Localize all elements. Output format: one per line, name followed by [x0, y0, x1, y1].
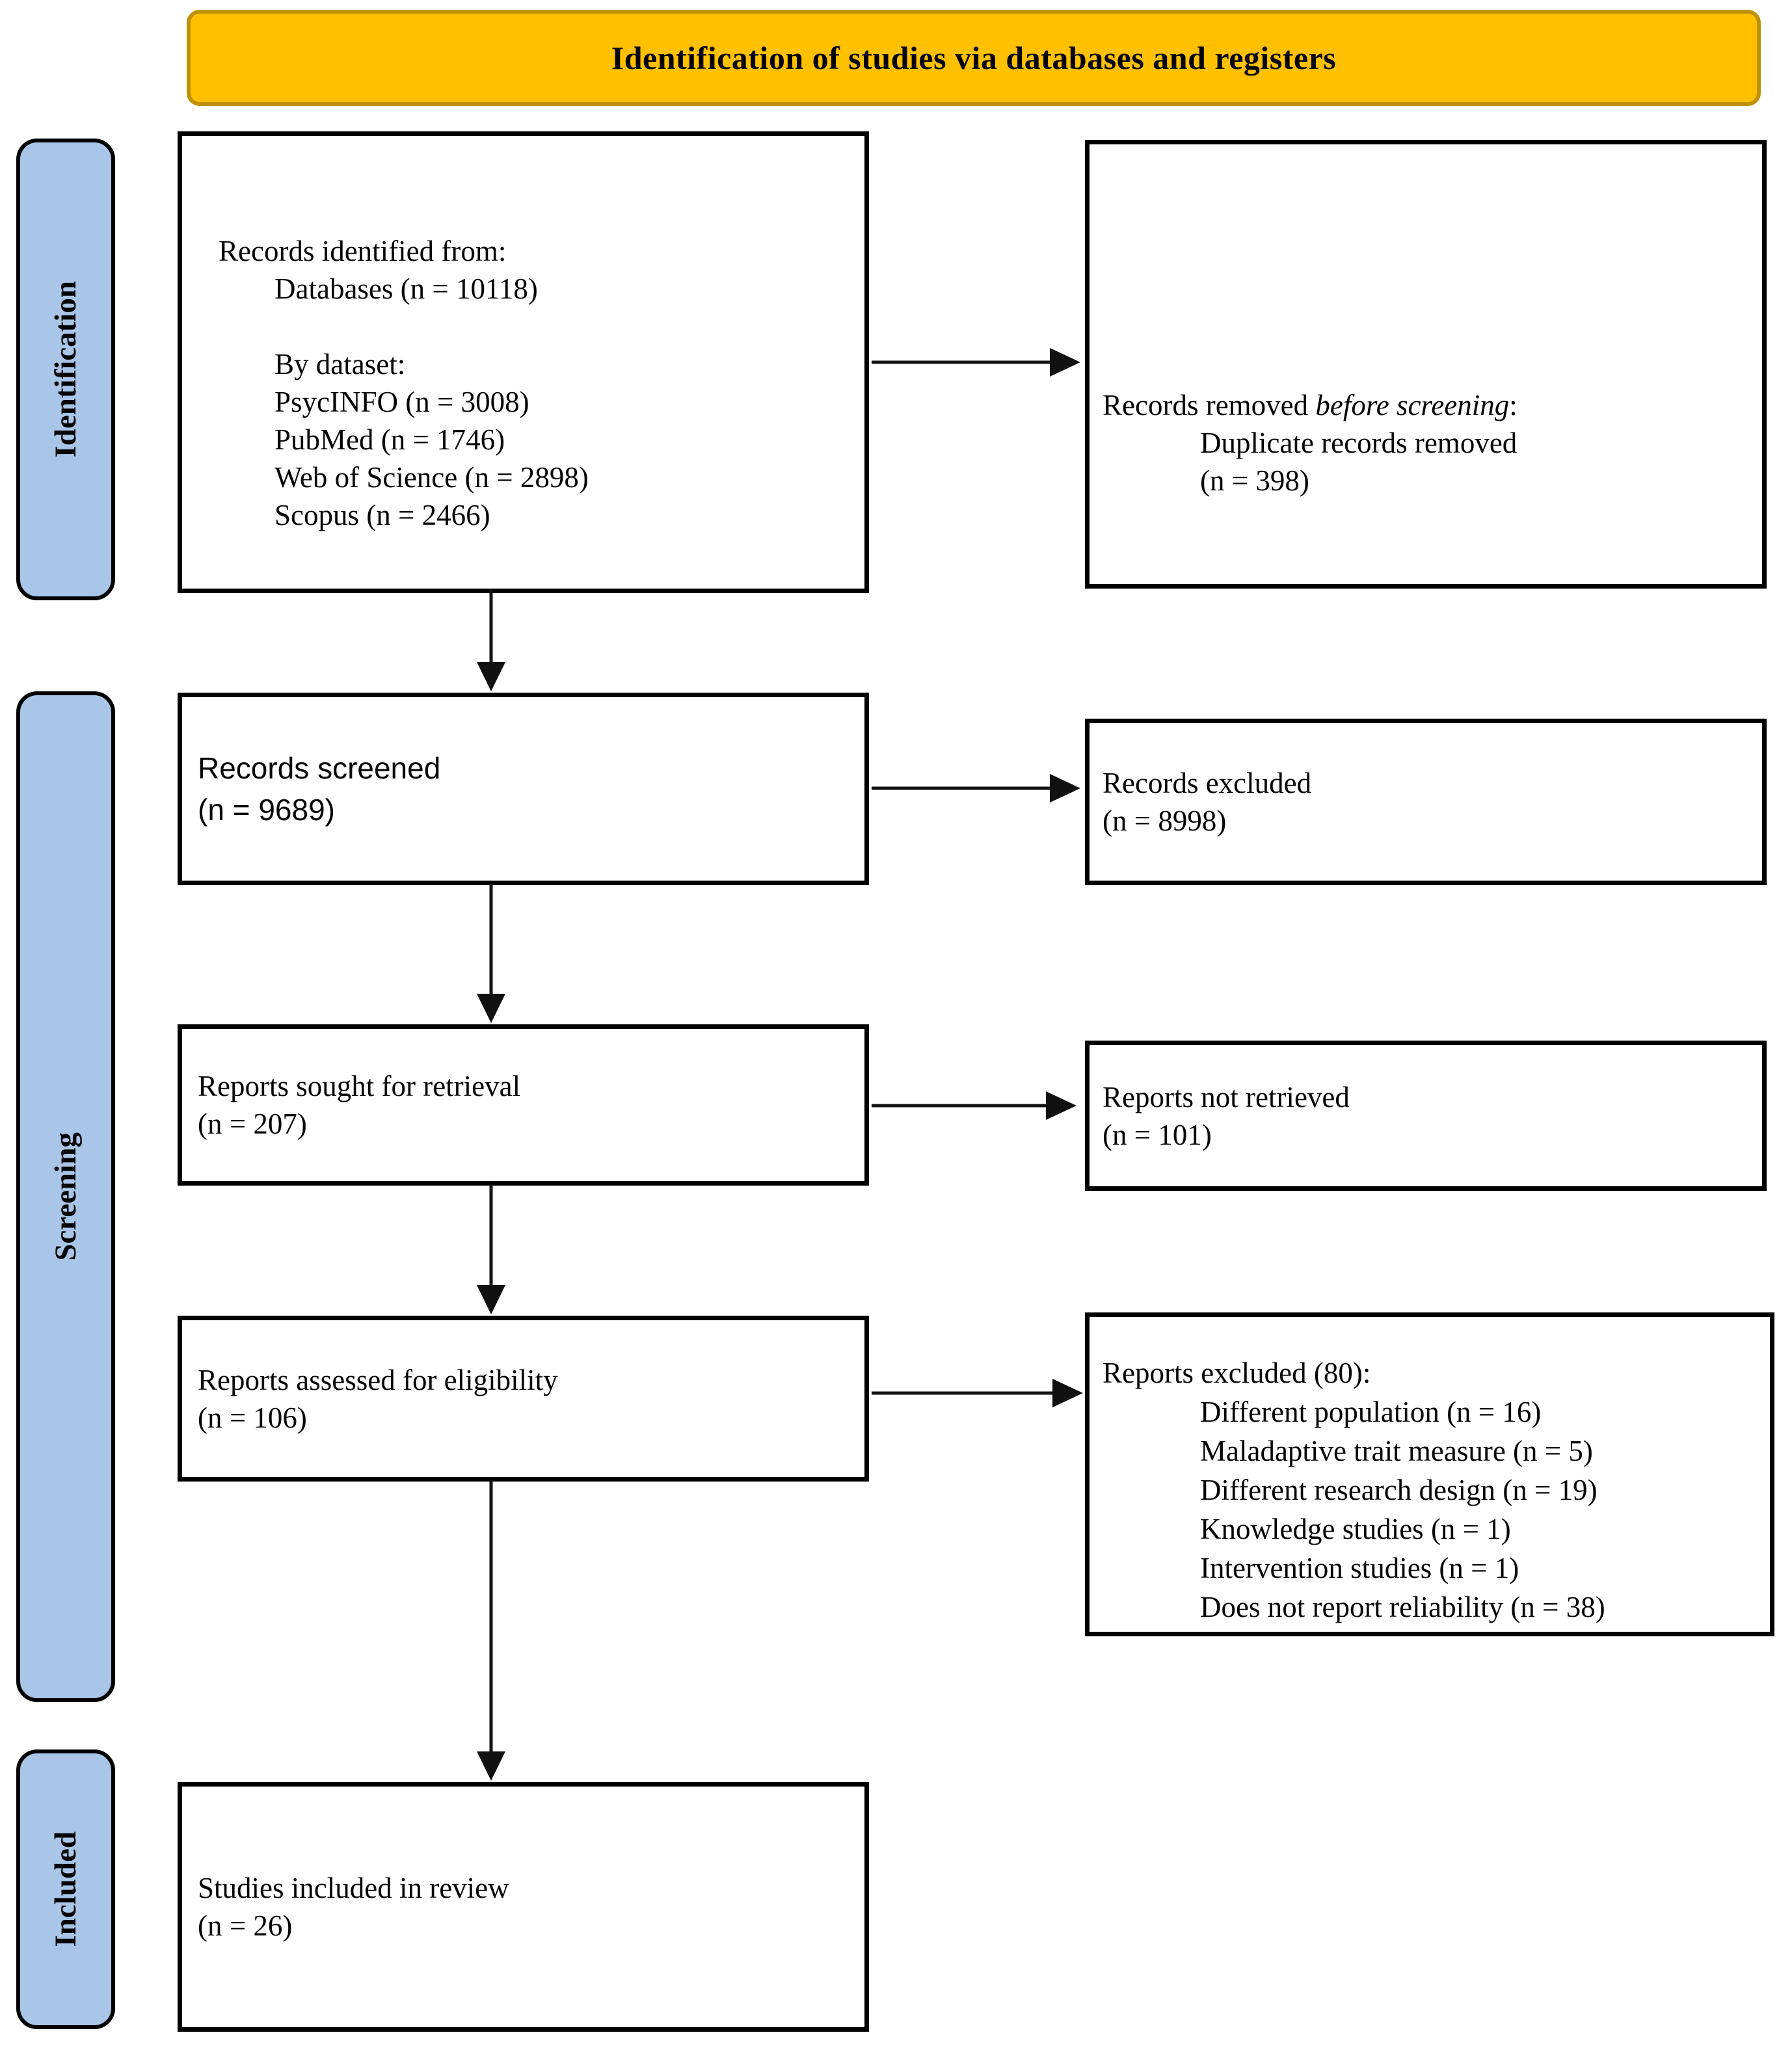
reports-assessed-count: (n = 106): [198, 1401, 307, 1434]
stage-screening-label: Screening: [49, 1132, 83, 1261]
records-removed-title-italic: before screening: [1315, 389, 1510, 421]
records-identified-title: Records identified from:: [219, 235, 507, 267]
records-screened-box: Records screened (n = 9689): [178, 693, 869, 885]
studies-included-label: Studies included in review: [198, 1872, 509, 1904]
exclusion-reason-intervention: Intervention studies (n = 1): [1200, 1552, 1519, 1584]
reports-excluded-box: Reports excluded (80): Different populat…: [1085, 1312, 1774, 1636]
reports-not-retrieved-label: Reports not retrieved: [1103, 1080, 1350, 1113]
records-screened-count: (n = 9689): [198, 793, 335, 827]
reports-assessed-label: Reports assessed for eligibility: [198, 1363, 558, 1396]
dataset-psycinfo: PsycINFO (n = 3008): [274, 386, 529, 418]
arrow-identified-to-screened: [477, 589, 505, 691]
reports-not-retrieved-box: Reports not retrieved (n = 101): [1085, 1041, 1767, 1191]
exclusion-reason-reliability: Does not report reliability (n = 38): [1200, 1591, 1605, 1623]
reports-sought-count: (n = 207): [198, 1108, 307, 1140]
arrow-sought-to-not-retrieved: [872, 1091, 1077, 1120]
studies-included-count: (n = 26): [198, 1909, 293, 1942]
reports-not-retrieved-count: (n = 101): [1103, 1118, 1212, 1151]
arrow-assessed-to-included: [477, 1480, 505, 1781]
duplicates-removed-line: Duplicate records removed: [1200, 427, 1518, 459]
records-excluded-label: Records excluded: [1103, 767, 1312, 799]
by-dataset-label: By dataset:: [274, 348, 406, 380]
stage-identification: Identification: [16, 139, 115, 600]
exclusion-reason-maladaptive: Maladaptive trait measure (n = 5): [1200, 1435, 1593, 1467]
dataset-pubmed: PubMed (n = 1746): [274, 423, 505, 456]
records-removed-box: Records removed before screening: Duplic…: [1085, 140, 1767, 589]
dataset-scopus: Scopus (n = 2466): [274, 499, 490, 531]
records-identified-box: Records identified from: Databases (n = …: [178, 131, 869, 593]
arrow-screened-to-sought: [477, 883, 505, 1023]
dataset-web-of-science: Web of Science (n = 2898): [274, 461, 589, 494]
reports-sought-box: Reports sought for retrieval (n = 207): [178, 1024, 869, 1186]
records-excluded-box: Records excluded (n = 8998): [1085, 719, 1767, 885]
duplicates-removed-count: (n = 398): [1200, 464, 1309, 497]
records-screened-label: Records screened: [198, 751, 441, 785]
stage-identification-label: Identification: [49, 281, 83, 458]
records-identified-databases: Databases (n = 10118): [274, 273, 538, 305]
records-excluded-count: (n = 8998): [1103, 805, 1227, 837]
arrow-screened-to-excluded: [872, 774, 1080, 803]
stage-screening: Screening: [16, 691, 115, 1702]
arrow-identified-to-removed: [872, 348, 1080, 377]
exclusion-reason-population: Different population (n = 16): [1200, 1396, 1542, 1428]
reports-sought-label: Reports sought for retrieval: [198, 1070, 521, 1102]
records-removed-title-suffix: :: [1509, 389, 1518, 421]
exclusion-reason-knowledge: Knowledge studies (n = 1): [1200, 1513, 1511, 1545]
blank-line: [219, 308, 845, 345]
stage-included-label: Included: [49, 1831, 83, 1947]
diagram-title: Identification of studies via databases …: [611, 40, 1337, 76]
arrow-assessed-to-excluded-reports: [872, 1379, 1083, 1407]
stage-included: Included: [16, 1749, 115, 2029]
studies-included-box: Studies included in review (n = 26): [178, 1782, 869, 2032]
records-removed-title: Records removed before screening:: [1103, 386, 1746, 424]
reports-assessed-box: Reports assessed for eligibility (n = 10…: [178, 1316, 869, 1482]
records-removed-title-prefix: Records removed: [1103, 389, 1316, 421]
reports-excluded-title: Reports excluded (80):: [1103, 1357, 1371, 1389]
exclusion-reason-design: Different research design (n = 19): [1200, 1474, 1598, 1506]
title-banner: Identification of studies via databases …: [187, 10, 1761, 106]
arrow-sought-to-assessed: [477, 1184, 505, 1314]
